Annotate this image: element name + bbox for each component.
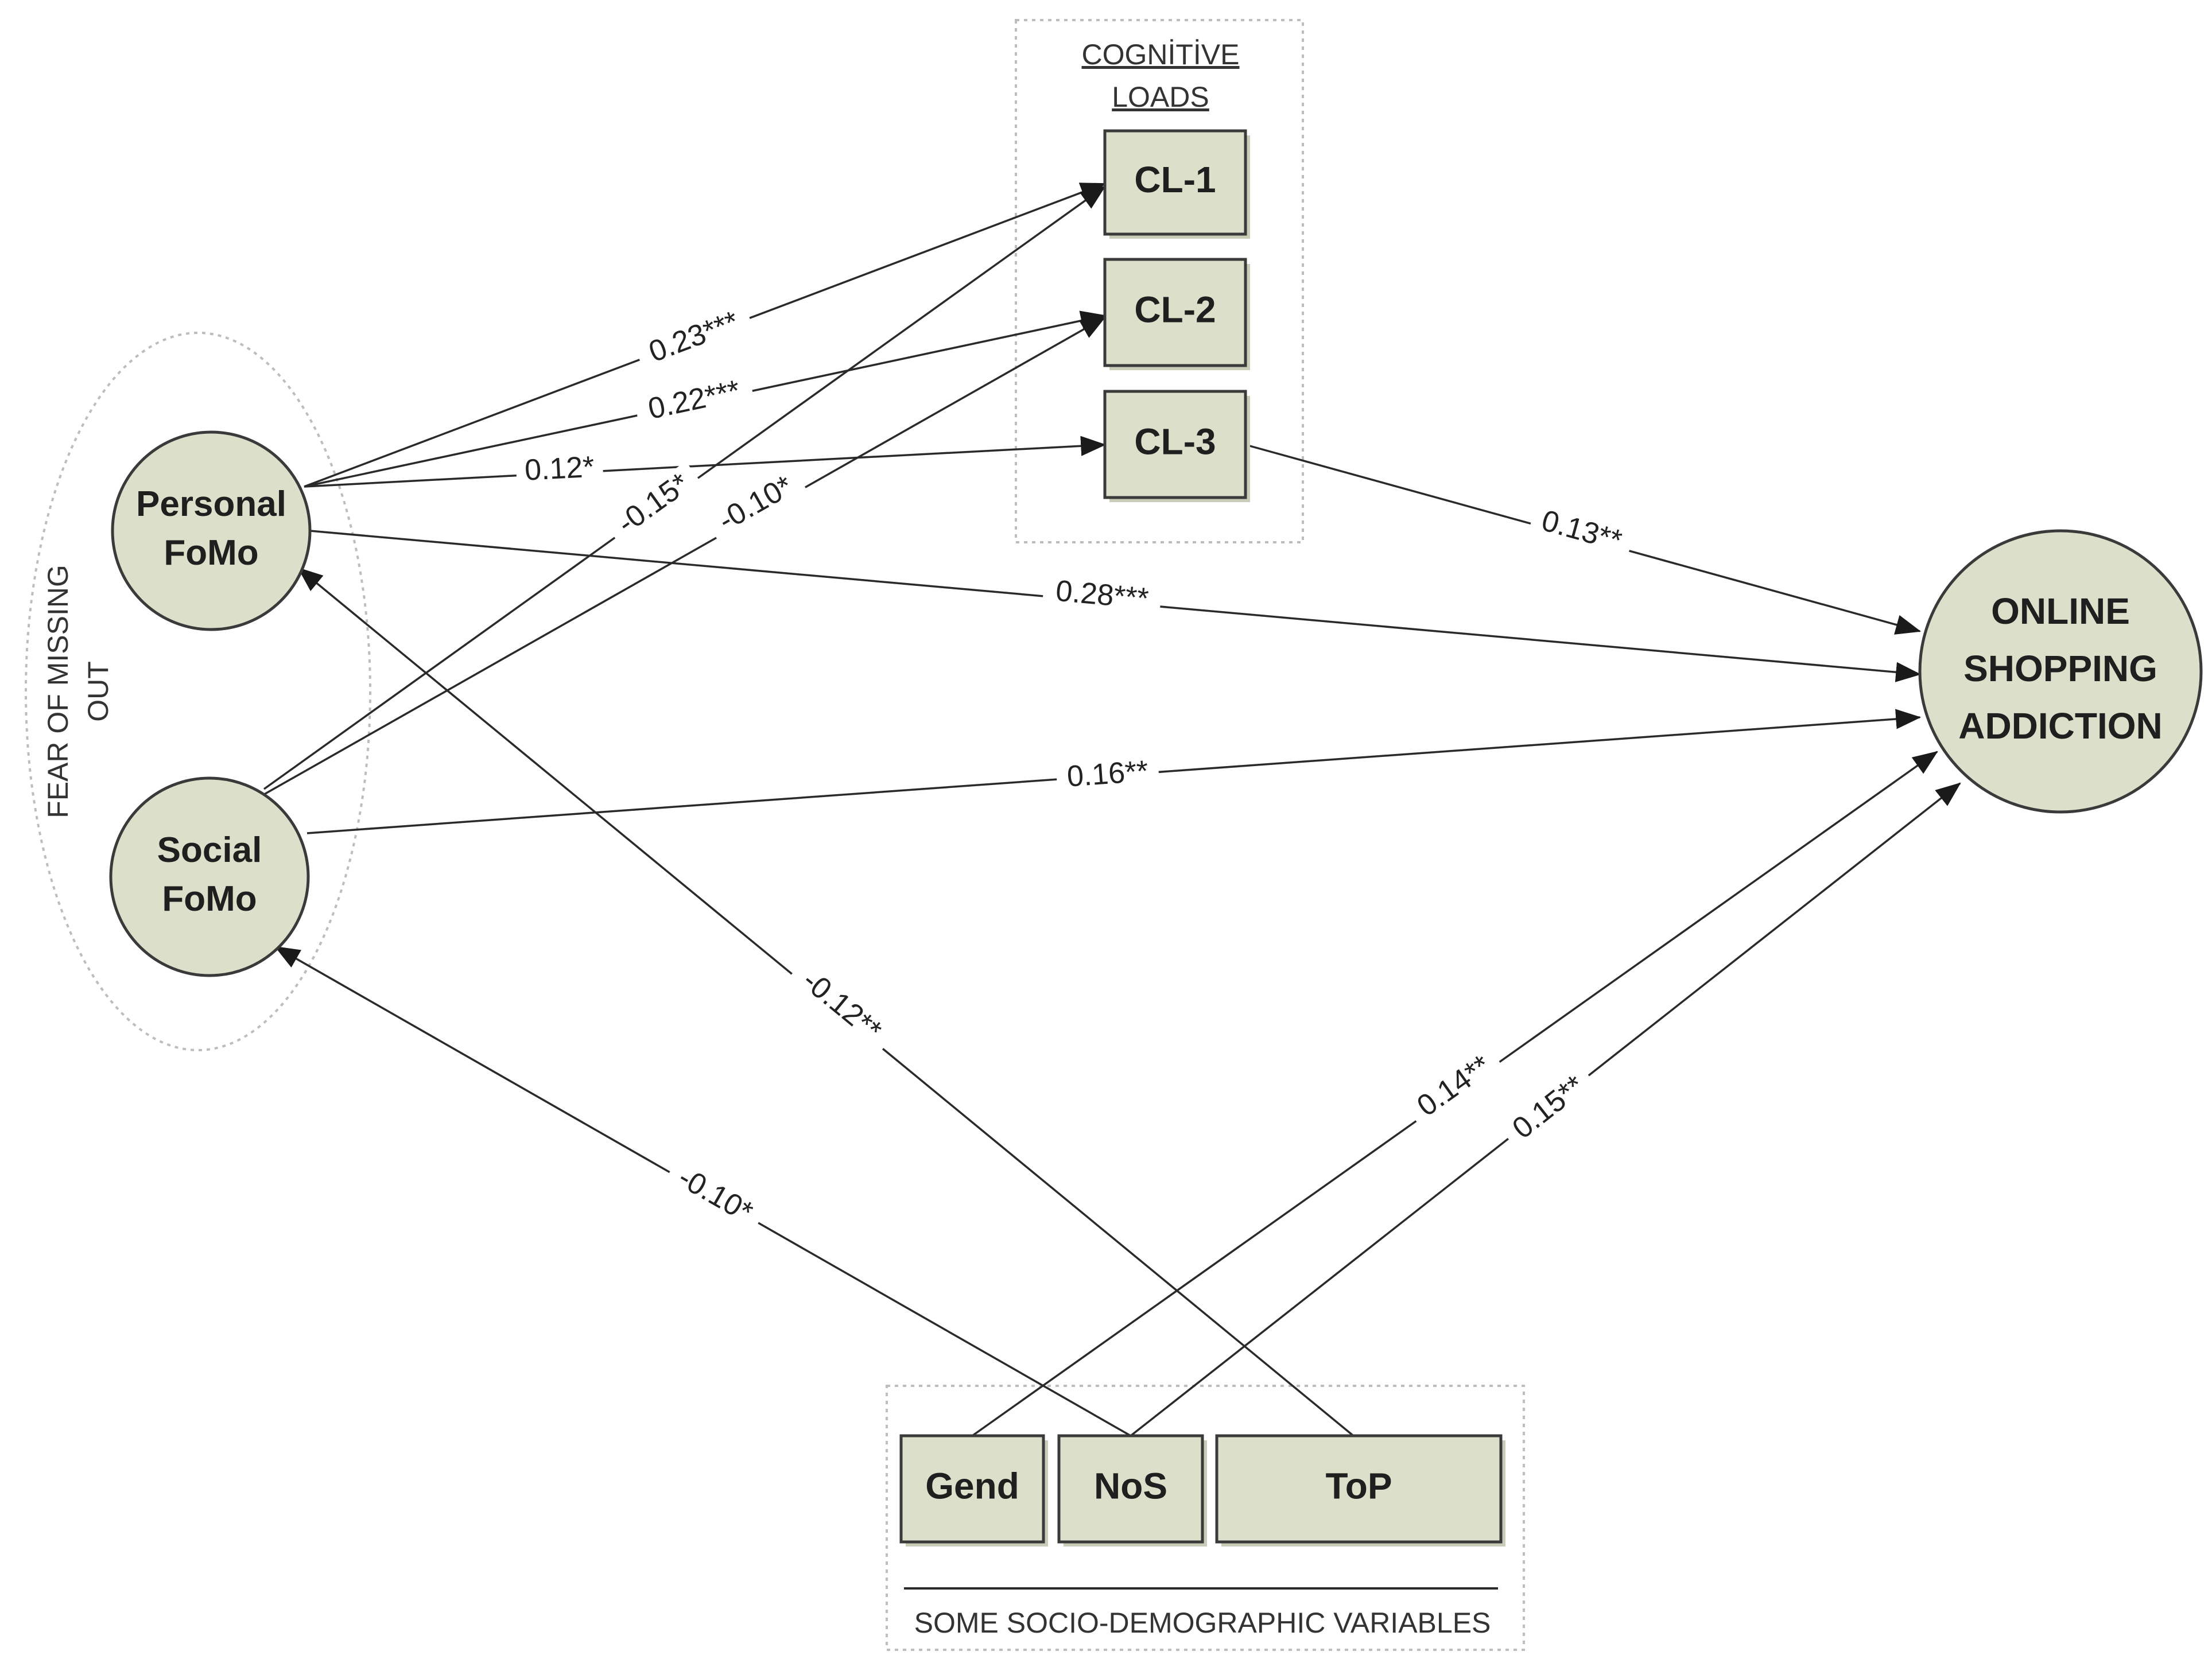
edge-pfomo-cl3: [304, 436, 1107, 488]
edge-label-group-cl3-osa: 0.13**: [1527, 502, 1635, 563]
edge-label-bg-pfomo-osa: [1042, 574, 1162, 619]
edge-label-group-sfomo-cl2: -0.10*: [703, 464, 810, 546]
node-label-osa-2: ADDICTION: [1958, 705, 2163, 747]
node-shape-cl1: [1103, 129, 1247, 236]
edge-label-pfomo-cl1: 0.23***: [645, 305, 743, 369]
node-cl1: CL-1: [1103, 129, 1250, 239]
edge-label-group-pfomo-cl3: 0.12*: [515, 450, 604, 490]
edge-label-bg-sfomo-cl1: [603, 461, 706, 549]
node-gend: Gend: [899, 1434, 1048, 1547]
edge-label-group-pfomo-osa: 0.28***: [1042, 574, 1162, 619]
node-label-cl1-0: CL-1: [1134, 159, 1216, 200]
node-label-pfomo-1: FoMo: [164, 533, 258, 573]
node-label-gend-0: Gend: [925, 1465, 1019, 1506]
edge-label-pfomo-osa: 0.28***: [1054, 574, 1150, 616]
group-boxes: [25, 19, 1525, 1651]
fomo-group: [25, 332, 371, 1051]
node-label-cl2-0: CL-2: [1134, 289, 1216, 330]
node-cl2: CL-2: [1103, 258, 1250, 370]
node-shape-gend: [899, 1434, 1045, 1544]
edge-label-bg-pfomo-cl1: [633, 301, 756, 376]
node-shape-cl3: [1103, 390, 1247, 499]
edge-label-bg-nos-osa: [1499, 1063, 1601, 1154]
edge-label-bg-top-pfomo: [784, 956, 898, 1058]
edge-label-group-top-pfomo: -0.12**: [784, 956, 898, 1058]
node-cl3: CL-3: [1103, 390, 1250, 502]
node-label-pfomo-0: Personal: [136, 484, 286, 524]
group-titles: COGNİTİVE LOADS FEAR OF MISSING OUT SOME…: [42, 38, 1498, 1639]
node-label-osa-1: SHOPPING: [1963, 648, 2157, 689]
edge-label-nos-sfomo: -0.10*: [673, 1161, 758, 1229]
edge-label-sfomo-cl2: -0.10*: [713, 469, 798, 538]
edge-label-group-sfomo-osa: 0.16**: [1055, 755, 1160, 797]
edge-label-bg-sfomo-osa: [1055, 755, 1160, 797]
edge-labels: 0.23***0.22***0.12*-0.15*-0.10*0.28***0.…: [515, 301, 1635, 1237]
node-label-osa-0: ONLINE: [1991, 590, 2130, 632]
node-shape-sfomo: [109, 776, 310, 977]
node-nos: NoS: [1057, 1434, 1207, 1547]
node-shape-osa: [1918, 529, 2203, 814]
edge-label-top-pfomo: -0.12**: [796, 964, 888, 1048]
edge-label-group-pfomo-cl1: 0.23***: [633, 301, 756, 376]
node-shape-pfomo: [111, 430, 312, 631]
node-label-sfomo-1: FoMo: [162, 879, 257, 919]
edge-label-bg-gend-osa: [1403, 1044, 1507, 1131]
node-label-sfomo-0: Social: [157, 830, 262, 870]
edge-label-group-nos-osa: 0.15**: [1499, 1063, 1601, 1154]
edge-label-group-nos-sfomo: -0.10*: [661, 1156, 768, 1237]
node-label-cl3-0: CL-3: [1134, 421, 1216, 462]
cognitive-loads-title-line2: LOADS: [1112, 81, 1209, 113]
edge-label-group-pfomo-cl2: 0.22***: [633, 372, 756, 431]
cognitive-loads-group: [1015, 19, 1304, 543]
edge-label-bg-pfomo-cl2: [633, 372, 756, 431]
edge-label-group-sfomo-cl1: -0.15*: [603, 461, 706, 549]
fomo-title-line2: OUT: [82, 661, 114, 722]
node-shape-nos: [1057, 1434, 1204, 1544]
fomo-title-line1: FEAR OF MISSING: [42, 565, 74, 818]
edges: [258, 182, 1961, 1437]
node-label-nos-0: NoS: [1094, 1465, 1167, 1506]
edge-label-sfomo-osa: 0.16**: [1066, 755, 1149, 794]
edge-label-bg-nos-sfomo: [661, 1156, 768, 1237]
node-top: ToP: [1215, 1434, 1505, 1547]
edge-label-bg-pfomo-cl3: [515, 451, 604, 490]
cognitive-loads-title-line1: COGNİTİVE: [1081, 38, 1239, 71]
edge-label-bg-sfomo-cl2: [703, 464, 810, 546]
edge-label-bg-cl3-osa: [1527, 502, 1635, 563]
node-shape-top: [1215, 1434, 1503, 1544]
edge-sfomo-cl2: [258, 316, 1106, 799]
edge-label-group-gend-osa: 0.14**: [1403, 1044, 1507, 1131]
socio-demographic-title: SOME SOCIO-DEMOGRAPHIC VARIABLES: [914, 1607, 1491, 1639]
edge-label-pfomo-cl3: 0.12*: [524, 450, 595, 487]
nodes: PersonalFoMoSocialFoMoONLINESHOPPINGADDI…: [109, 129, 2203, 1547]
node-label-top-0: ToP: [1325, 1465, 1392, 1506]
node-osa: ONLINE SHOPPING ADDICTION: [1918, 529, 2203, 814]
node-shape-cl2: [1103, 258, 1247, 367]
